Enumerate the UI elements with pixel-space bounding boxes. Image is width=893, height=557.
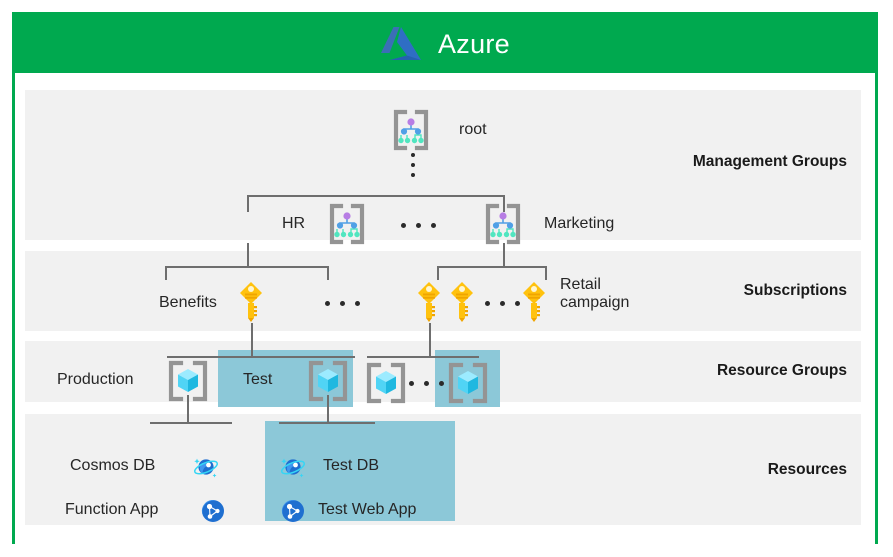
cosmos-db-icon[interactable]	[193, 454, 219, 480]
connector-sub-stub-benefits	[165, 266, 167, 280]
function-app-icon[interactable]	[280, 498, 306, 524]
ellipsis-vertical-management-groups	[411, 153, 415, 177]
connector-mg-horizontal	[247, 195, 505, 197]
resource-group-icon[interactable]	[445, 362, 491, 404]
resource-group-icon[interactable]	[305, 360, 351, 402]
connector-layer	[15, 73, 875, 544]
connector-mg-stub-marketing	[503, 195, 505, 212]
resource-group-label-test: Test	[243, 371, 273, 388]
connector-res-bar-right	[279, 422, 375, 424]
azure-logo-icon	[380, 27, 421, 60]
tier-label-resources: Resources	[767, 461, 847, 478]
ellipsis-subscriptions-left	[325, 301, 360, 306]
connector-res-bar-left	[150, 422, 232, 424]
connector-sub-stub-retail	[545, 266, 547, 280]
resource-groups-layer: Production Test	[15, 73, 875, 544]
management-group-icon[interactable]	[325, 202, 369, 246]
connector-rg-bar-right	[367, 356, 479, 358]
tier-label-management-groups: Management Groups	[692, 153, 847, 170]
connector-sub-to-rg-left	[251, 323, 253, 357]
resource-group-icon[interactable]	[363, 362, 409, 404]
connector-sub-to-rg-right	[429, 323, 431, 357]
resource-label-test-db: Test DB	[323, 457, 380, 474]
subscription-key-icon[interactable]	[521, 280, 547, 322]
subscription-label-retail-campaign: Retail campaign	[560, 276, 630, 311]
ellipsis-management-groups	[401, 223, 436, 228]
resource-group-label-production: Production	[57, 371, 134, 388]
connector-test-down	[327, 395, 329, 423]
header-title: Azure	[437, 28, 511, 59]
function-app-icon[interactable]	[200, 498, 226, 524]
management-groups-layer: root HR Marketing	[15, 73, 875, 544]
management-group-label-hr: HR	[282, 215, 306, 232]
connector-mg-stub-hr	[247, 195, 249, 212]
connector-sub-bar-left	[165, 266, 329, 268]
resource-label-function-app: Function App	[65, 501, 159, 518]
resource-group-icon[interactable]	[165, 360, 211, 402]
connector-sub-bar-right	[437, 266, 547, 268]
header-bar: Azure	[15, 15, 875, 73]
management-group-label-marketing: Marketing	[544, 215, 615, 232]
cosmos-db-icon[interactable]	[280, 454, 306, 480]
subscription-key-icon[interactable]	[416, 280, 442, 322]
ellipsis-subscriptions-right	[485, 301, 520, 306]
diagram-canvas: Management Groups Subscriptions Resource…	[15, 73, 875, 544]
resource-label-test-web-app: Test Web App	[318, 501, 417, 518]
ellipsis-resource-groups	[409, 381, 444, 386]
tier-label-subscriptions: Subscriptions	[743, 282, 847, 299]
diagram-frame: Azure Management Groups Subscriptions Re…	[12, 12, 878, 544]
subscription-label-benefits: Benefits	[159, 294, 217, 311]
resources-layer: Cosmos DB Function App Test DB Test Web …	[15, 73, 875, 544]
tier-label-resource-groups: Resource Groups	[716, 362, 847, 379]
connector-marketing-down	[503, 243, 505, 267]
subscription-key-icon[interactable]	[449, 280, 475, 322]
subscription-key-icon[interactable]	[238, 280, 264, 322]
connector-sub-stub-mid	[327, 266, 329, 280]
management-group-label-root: root	[459, 121, 487, 138]
tier-band-subscriptions: Subscriptions	[25, 251, 861, 331]
subscriptions-layer: Benefits Retail campaign	[15, 73, 875, 544]
tier-band-management-groups: Management Groups	[25, 90, 861, 240]
connector-production-down	[187, 395, 189, 423]
management-group-icon[interactable]	[389, 108, 433, 152]
connector-hr-down	[247, 243, 249, 267]
connector-sub-stub-4	[437, 266, 439, 280]
management-group-icon[interactable]	[481, 202, 525, 246]
connector-rg-bar-left	[167, 356, 355, 358]
resource-label-cosmos-db: Cosmos DB	[70, 457, 156, 474]
